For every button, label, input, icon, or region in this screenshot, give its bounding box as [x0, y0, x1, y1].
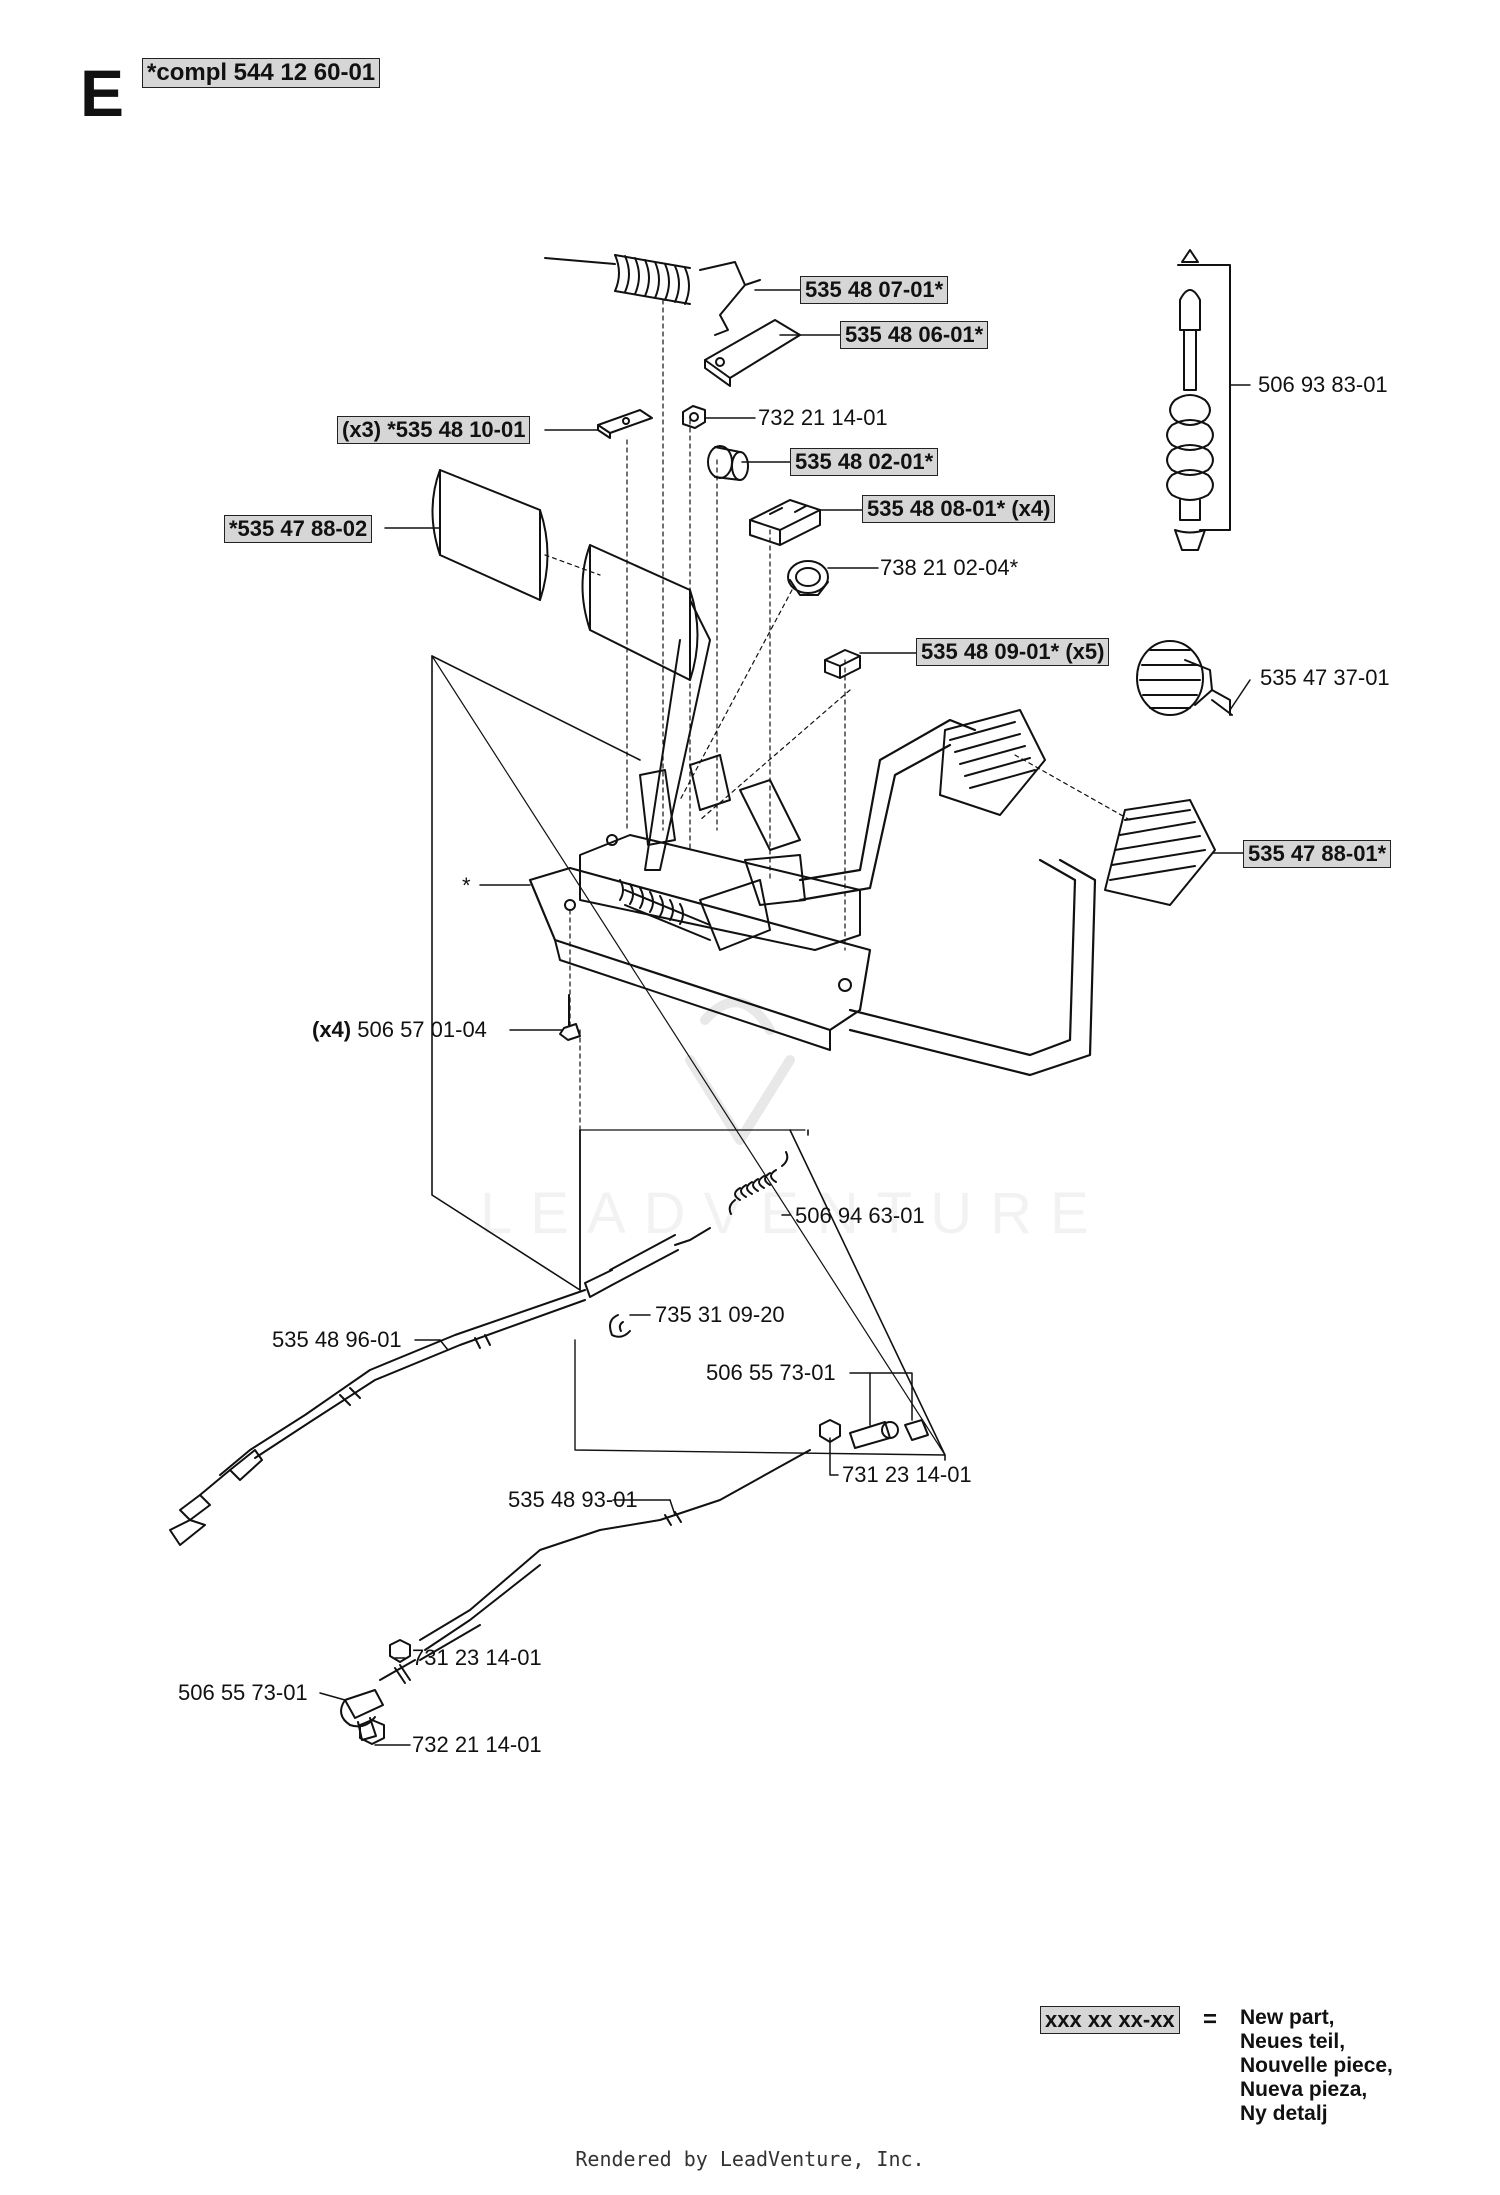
legend-equals: = [1203, 2006, 1218, 2033]
nut-part [359, 1719, 385, 1745]
section-letter: E [80, 56, 125, 130]
seal-ring-part [787, 560, 829, 596]
part-label-732-21-14-01-lower[interactable]: 732 21 14-01 [412, 1732, 542, 1757]
legend-line: Nueva pieza, [1240, 2078, 1368, 2101]
watermark-text: LEADVENTURE [480, 1181, 1107, 1246]
part-label-735-31-09-20[interactable]: 735 31 09-20 [655, 1302, 785, 1327]
part-label-506-93-83-01[interactable]: 506 93 83-01 [1258, 372, 1388, 397]
part-label-535-48-07-01[interactable]: 535 48 07-01* [800, 276, 949, 304]
legend-line: New part, [1240, 2006, 1335, 2029]
part-label-535-48-96-01[interactable]: 535 48 96-01 [272, 1327, 402, 1352]
cable-upper-part [169, 1227, 711, 1546]
nut-part [389, 1639, 411, 1663]
part-label-535-47-88-01[interactable]: 535 47 88-01* [1243, 840, 1392, 868]
part-label-535-48-02-01[interactable]: 535 48 02-01* [790, 448, 939, 476]
clamp-block-part [749, 499, 821, 546]
legend-line: Ny detalj [1240, 2102, 1328, 2125]
part-label-535-47-88-02[interactable]: *535 47 88-02 [224, 515, 373, 543]
tension-spring-part [728, 1151, 789, 1215]
part-label-535-48-93-01[interactable]: 535 48 93-01 [508, 1487, 638, 1512]
bushing-part [707, 445, 749, 481]
retaining-clip-part [609, 1314, 631, 1338]
pedal-assembly [528, 599, 872, 1051]
brake-pedal-rod [798, 718, 1097, 1077]
nut-part [682, 405, 706, 429]
part-label-738-21-02-04[interactable]: 738 21 02-04* [880, 555, 1019, 580]
legend-text: New part, Neues teil, Nouvelle piece, Nu… [1240, 2006, 1393, 2126]
part-label-506-94-63-01[interactable]: 506 94 63-01 [795, 1203, 925, 1228]
bolt-part [559, 994, 581, 1041]
part-label-732-21-14-01[interactable]: 732 21 14-01 [758, 405, 888, 430]
ball-joint-lower-part [340, 1689, 384, 1741]
ball-joint-upper-part [849, 1419, 929, 1449]
legend-sample-box: xxx xx xx-xx [1040, 2006, 1180, 2034]
part-label-535-48-10-01[interactable]: (x3) *535 48 10-01 [337, 416, 531, 444]
part-label-535-48-08-01[interactable]: 535 48 08-01* (x4) [862, 495, 1056, 523]
part-label-731-23-14-01[interactable]: 731 23 14-01 [842, 1462, 972, 1487]
wire-clip-part [699, 261, 761, 336]
watermark-logo [685, 997, 795, 1145]
nut-part [819, 1419, 841, 1443]
label-leader-lines [319, 289, 1251, 1746]
legend-line: Neues teil, [1240, 2030, 1346, 2053]
assembly-reference-label: *compl 544 12 60-01 [142, 58, 381, 88]
legend-line: Nouvelle piece, [1240, 2054, 1393, 2077]
shock-absorber-part [1166, 249, 1231, 551]
cable-lower-part [379, 1449, 811, 1684]
part-label-506-55-73-01[interactable]: 506 55 73-01 [706, 1360, 836, 1385]
part-label-506-57-01-04[interactable]: (x4) 506 57 01-04 [312, 1017, 487, 1043]
part-number: 506 57 01-04 [357, 1017, 487, 1042]
flat-plate-part [597, 409, 653, 439]
part-label-535-47-37-01[interactable]: 535 47 37-01 [1260, 665, 1390, 690]
part-label-506-55-73-01-lower[interactable]: 506 55 73-01 [178, 1680, 308, 1705]
knob-part [1136, 640, 1233, 716]
assembly-frame-lines [431, 655, 946, 1461]
bracket-plate-part [704, 319, 801, 387]
brake-pad-part [939, 709, 1046, 816]
part-label-731-23-14-01-lower[interactable]: 731 23 14-01 [412, 1645, 542, 1670]
return-spring-part [544, 254, 691, 305]
part-label-535-48-06-01[interactable]: 535 48 06-01* [840, 321, 989, 349]
pedal-cover-part [431, 469, 699, 681]
part-label-535-48-09-01[interactable]: 535 48 09-01* (x5) [916, 638, 1110, 666]
quantity-x4: (x4) [312, 1017, 352, 1042]
small-block-part [824, 649, 861, 679]
footer-credit: Rendered by LeadVenture, Inc. [575, 2147, 925, 2171]
brake-pad-loose-part [1104, 799, 1216, 906]
star-marker: * [462, 873, 471, 898]
